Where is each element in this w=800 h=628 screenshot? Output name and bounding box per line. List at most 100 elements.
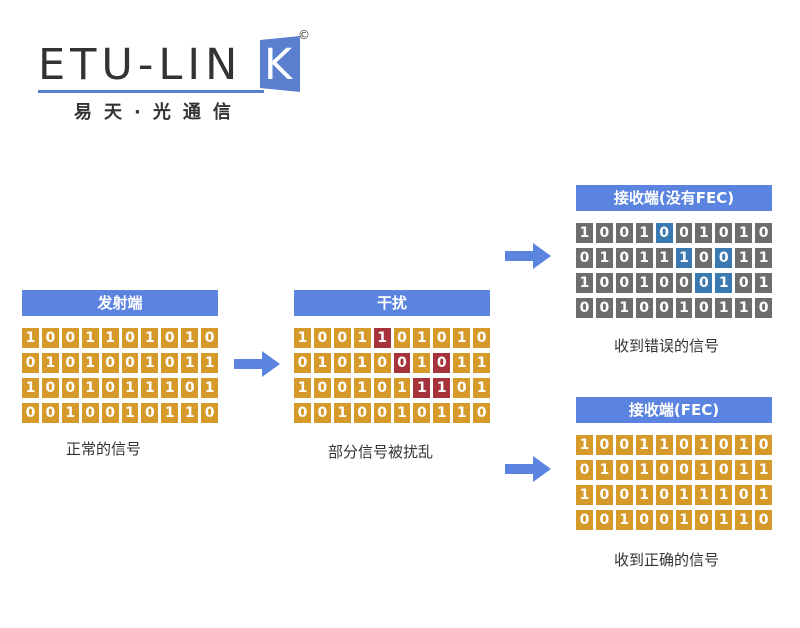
bit-cell: 1 bbox=[675, 485, 693, 505]
caption-receive-fec: 收到正确的信号 bbox=[614, 551, 720, 569]
bit-cell: 0 bbox=[655, 273, 673, 293]
bit-cell: 1 bbox=[655, 435, 673, 455]
bit-cell: 0 bbox=[161, 328, 179, 348]
bit-cell: 0 bbox=[635, 298, 653, 318]
bit-cell: 0 bbox=[595, 510, 613, 530]
bit-cell: 0 bbox=[61, 378, 79, 398]
bit-cell: 1 bbox=[576, 435, 593, 455]
bit-cell: 1 bbox=[735, 435, 753, 455]
bit-cell: 0 bbox=[615, 223, 633, 243]
bit-cell: 0 bbox=[755, 223, 773, 243]
bit-cell: 1 bbox=[453, 328, 471, 348]
bit-cell: 0 bbox=[101, 403, 119, 423]
bit-cell: 0 bbox=[675, 223, 693, 243]
bit-cell: 1 bbox=[655, 248, 673, 268]
bit-cell: 0 bbox=[393, 328, 411, 348]
bit-cell: 0 bbox=[635, 510, 653, 530]
bit-cell: 0 bbox=[735, 485, 753, 505]
arrow-right-icon bbox=[505, 243, 551, 269]
bit-cell-highlighted: 0 bbox=[655, 223, 673, 243]
bit-cell: 1 bbox=[635, 223, 653, 243]
bit-cell: 1 bbox=[453, 403, 471, 423]
bit-cell: 1 bbox=[353, 378, 371, 398]
bit-cell: 1 bbox=[161, 378, 179, 398]
bit-cell: 1 bbox=[473, 378, 491, 398]
bit-cell: 0 bbox=[373, 378, 391, 398]
bit-cell: 0 bbox=[41, 328, 59, 348]
bit-cell: 1 bbox=[61, 403, 79, 423]
bit-cell: 0 bbox=[294, 403, 311, 423]
bit-cell: 0 bbox=[181, 378, 199, 398]
bit-cell: 1 bbox=[413, 353, 431, 373]
bit-cell: 0 bbox=[576, 510, 593, 530]
bit-cell: 0 bbox=[453, 378, 471, 398]
bit-cell: 1 bbox=[615, 298, 633, 318]
bit-cell: 1 bbox=[675, 510, 693, 530]
bit-cell: 0 bbox=[755, 435, 773, 455]
bit-cell: 0 bbox=[313, 378, 331, 398]
bit-cell-highlighted: 0 bbox=[715, 248, 733, 268]
bit-cell: 0 bbox=[655, 485, 673, 505]
caption-interference: 部分信号被扰乱 bbox=[328, 443, 434, 461]
bit-cell: 0 bbox=[655, 460, 673, 480]
bit-cell: 1 bbox=[576, 223, 593, 243]
bit-cell: 0 bbox=[61, 328, 79, 348]
logo-flag-icon bbox=[260, 36, 300, 92]
bit-cell: 1 bbox=[294, 378, 311, 398]
bit-cell: 1 bbox=[635, 435, 653, 455]
bit-cell: 0 bbox=[655, 298, 673, 318]
panel-title-interference: 干扰 bbox=[294, 290, 490, 316]
bit-cell: 1 bbox=[181, 403, 199, 423]
bit-cell: 1 bbox=[413, 328, 431, 348]
bit-cell: 0 bbox=[41, 378, 59, 398]
bit-cell: 0 bbox=[22, 403, 39, 423]
bit-cell: 1 bbox=[201, 353, 219, 373]
bit-cell: 0 bbox=[695, 298, 713, 318]
bit-cell: 1 bbox=[715, 485, 733, 505]
etu-link-logo: ETU-LIN K © 易天·光通信 bbox=[34, 28, 324, 128]
bit-cell: 0 bbox=[41, 403, 59, 423]
bit-cell: 0 bbox=[81, 403, 99, 423]
bit-cell: 1 bbox=[81, 353, 99, 373]
bit-cell: 0 bbox=[61, 353, 79, 373]
bit-cell: 1 bbox=[635, 485, 653, 505]
caption-transmit: 正常的信号 bbox=[66, 440, 142, 458]
bit-cell-highlighted: 0 bbox=[393, 353, 411, 373]
bit-cell: 0 bbox=[294, 353, 311, 373]
bit-cell-highlighted: 1 bbox=[413, 378, 431, 398]
bit-cell: 0 bbox=[615, 248, 633, 268]
bit-cell: 1 bbox=[735, 223, 753, 243]
bit-cell-highlighted: 0 bbox=[695, 273, 713, 293]
bit-cell: 0 bbox=[695, 248, 713, 268]
logo-flag-letter: K bbox=[264, 40, 293, 90]
bit-cell: 1 bbox=[353, 353, 371, 373]
bit-cell: 0 bbox=[373, 403, 391, 423]
bit-cell: 0 bbox=[201, 328, 219, 348]
bit-cell: 1 bbox=[735, 460, 753, 480]
bit-cell: 0 bbox=[353, 403, 371, 423]
bit-cell: 0 bbox=[201, 403, 219, 423]
bit-cell: 1 bbox=[121, 378, 139, 398]
bit-cell: 0 bbox=[695, 510, 713, 530]
bit-cell: 1 bbox=[101, 328, 119, 348]
bit-cell: 1 bbox=[313, 353, 331, 373]
bit-cell: 0 bbox=[755, 298, 773, 318]
bit-cell: 1 bbox=[735, 298, 753, 318]
bit-cell: 1 bbox=[294, 328, 311, 348]
bit-cell: 0 bbox=[595, 223, 613, 243]
bit-cell: 0 bbox=[655, 510, 673, 530]
bit-cell: 0 bbox=[313, 328, 331, 348]
bit-cell: 1 bbox=[715, 298, 733, 318]
bit-cell: 0 bbox=[22, 353, 39, 373]
